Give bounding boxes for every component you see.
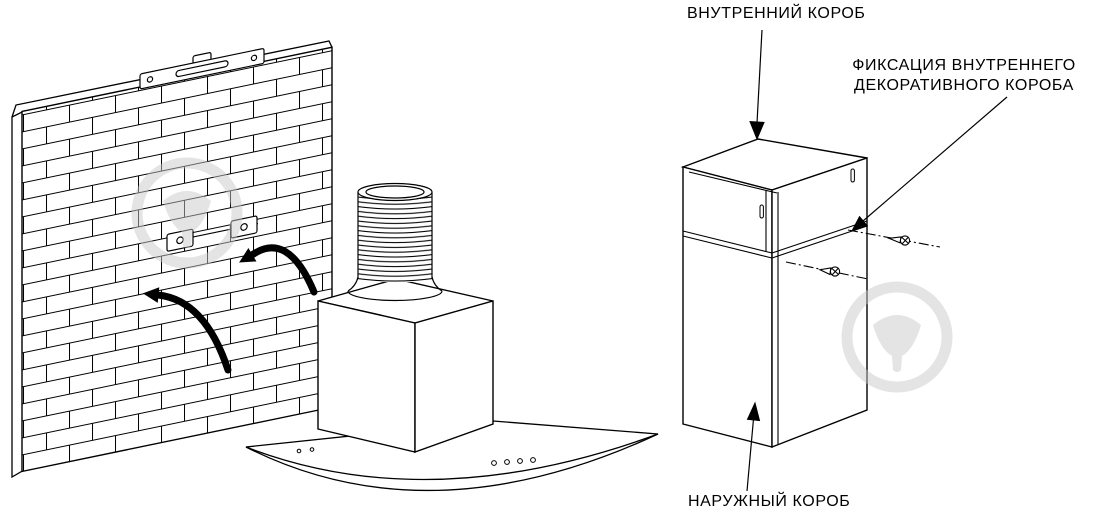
screw-2 — [785, 261, 869, 280]
callout-arrowhead — [850, 215, 869, 232]
screw-1 — [847, 229, 941, 248]
top-face-inner-edge — [688, 171, 778, 194]
label-fixation-line2: ДЕКОРАТИВНОГО КОРОБА — [854, 77, 1074, 94]
assembly-front-face — [682, 166, 773, 448]
air-duct-pipe — [347, 182, 443, 302]
canopy-front-lip — [245, 433, 659, 492]
assembly-right-face — [771, 157, 868, 449]
screw-tip — [886, 236, 902, 244]
duct-ribs — [358, 196, 432, 282]
arrowhead — [239, 248, 257, 263]
fixing-slots — [759, 168, 855, 219]
watermark-icon — [131, 157, 243, 269]
duct-flare — [347, 276, 359, 292]
duct-flare-rim — [347, 290, 443, 302]
canopy-rivet — [296, 448, 302, 454]
callout-arrowhead — [746, 401, 761, 422]
curved-arrow-lower — [142, 287, 232, 374]
mounting-direction-arrows — [142, 244, 318, 374]
control-button — [517, 458, 523, 464]
screw-axis — [847, 229, 941, 248]
label-fixation: ФИКСАЦИЯ ВНУТРЕННЕГО ДЕКОРАТИВНОГО КОРОБ… — [818, 56, 1108, 96]
range-hood — [245, 182, 659, 492]
callout-outer-duct — [746, 401, 761, 492]
bracket-hole — [240, 223, 248, 231]
callouts — [746, 29, 1008, 492]
callout-inner-duct — [749, 29, 765, 141]
curved-arrow-upper — [239, 244, 318, 296]
bracket-slot — [175, 60, 229, 78]
label-outer-duct: НАРУЖНЫЙ КОРОБ — [688, 493, 851, 510]
canopy-rivet — [309, 447, 315, 452]
watermarks — [131, 157, 953, 393]
bracket-hole — [250, 54, 258, 62]
label-fixation-line1: ФИКСАЦИЯ ВНУТРЕННЕГО — [852, 57, 1076, 74]
watermark-icon — [841, 281, 953, 393]
box-front-face — [317, 300, 416, 453]
duct-opening-inner — [365, 185, 425, 199]
duct-assembly — [680, 138, 941, 449]
bracket-hole — [146, 76, 154, 83]
control-button — [530, 457, 536, 463]
box-right-face — [414, 300, 494, 453]
inner-outer-seam — [682, 171, 868, 444]
callout-fixation — [850, 96, 1008, 232]
duct-box-body — [680, 138, 868, 449]
screw-slot — [901, 237, 909, 245]
label-inner-duct: ВНУТРЕННИЙ КОРОБ — [687, 5, 866, 22]
callout-arrowhead — [749, 121, 765, 141]
hood-chimney-box — [317, 278, 494, 453]
screw-slot — [831, 268, 839, 276]
control-button — [504, 459, 510, 465]
duct-flare — [431, 276, 443, 292]
control-button — [491, 460, 497, 466]
slot — [850, 168, 855, 183]
mounting-bracket-top — [139, 48, 265, 90]
slot — [759, 204, 764, 219]
arrowhead — [142, 287, 160, 303]
canopy-glass — [245, 420, 659, 481]
hood-canopy — [245, 420, 659, 492]
